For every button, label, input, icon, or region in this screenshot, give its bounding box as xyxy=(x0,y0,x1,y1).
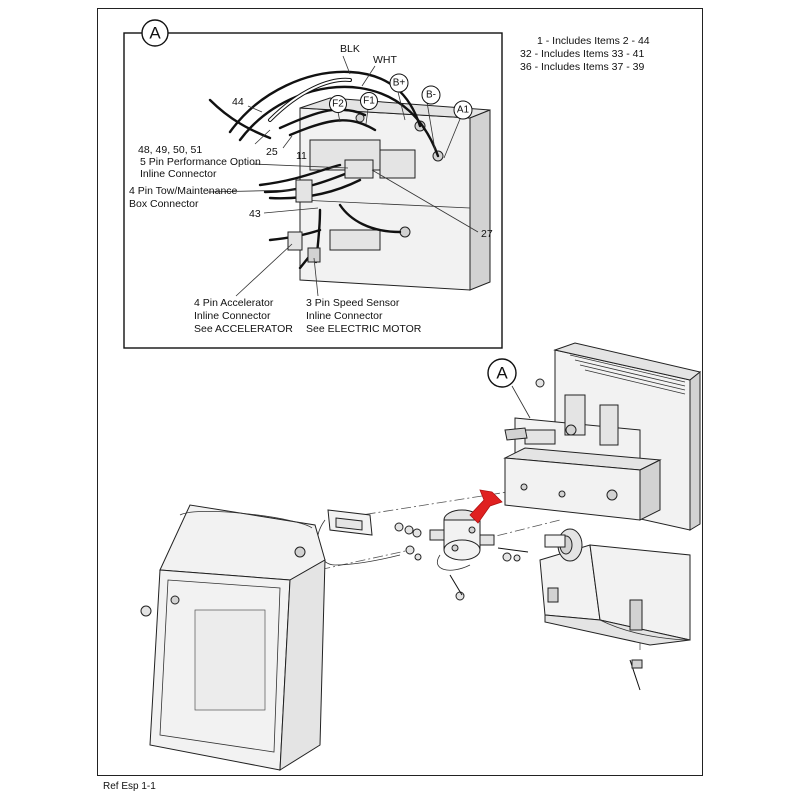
terminal-b-minus-label: B- xyxy=(426,90,436,101)
tow-label-line1: 4 Pin Tow/Maintenance xyxy=(129,185,238,197)
item-number-25: 25 xyxy=(266,146,278,158)
speed-sensor-label-line3: See ELECTRIC MOTOR xyxy=(306,323,422,335)
terminal-a1-circle xyxy=(453,100,473,120)
item-number-44: 44 xyxy=(232,96,244,108)
tow-label-line2: Box Connector xyxy=(129,198,199,210)
speed-sensor-label-line1: 3 Pin Speed Sensor xyxy=(306,297,400,309)
accelerator-label-line1: 4 Pin Accelerator xyxy=(194,297,274,309)
accelerator-label-line3: See ACCELERATOR xyxy=(194,323,293,335)
figure-reference: Ref Esp 1-1 xyxy=(103,781,156,792)
terminal-b-plus-circle xyxy=(389,73,409,93)
main-exploded-view: A xyxy=(140,342,702,771)
controller-body xyxy=(503,394,662,521)
terminal-b-plus-label: B+ xyxy=(393,78,406,89)
wire-label-wht: WHT xyxy=(373,54,397,66)
inset-accelerator-connector xyxy=(287,231,303,251)
item-number-11: 11 xyxy=(296,150,307,162)
inset-callout-circle xyxy=(141,19,169,47)
inset-leader-lines xyxy=(207,55,479,297)
wire-label-blk: BLK xyxy=(340,43,360,55)
inset-performance-connector xyxy=(344,159,374,179)
inset-callout-letter: A xyxy=(149,24,161,43)
speed-sensor-label-line2: Inline Connector xyxy=(306,310,383,322)
terminal-f1-label: F1 xyxy=(363,96,375,107)
inset-wires xyxy=(208,70,440,270)
page-frame xyxy=(97,8,703,776)
legend-line-2: 32 - Includes Items 33 - 41 xyxy=(520,48,644,60)
main-callout-letter: A xyxy=(496,364,508,383)
red-pointer-arrow xyxy=(469,489,503,524)
item-number-43: 43 xyxy=(249,208,261,220)
performance-label-line2: 5 Pin Performance Option xyxy=(140,156,261,168)
accelerator-label-line2: Inline Connector xyxy=(194,310,271,322)
inset-tow-connector xyxy=(295,179,313,203)
item-legend: 1 - Includes Items 2 - 44 32 - Includes … xyxy=(520,35,650,73)
solenoid xyxy=(429,509,495,571)
inset-terminal-circles: B+ B- A1 F2 F1 xyxy=(329,73,473,120)
performance-label-line1: 48, 49, 50, 51 xyxy=(138,144,202,156)
legend-line-3: 36 - Includes Items 37 - 39 xyxy=(520,61,644,73)
legend-line-1: 1 - Includes Items 2 - 44 xyxy=(537,35,650,47)
terminal-f2-circle xyxy=(329,95,347,113)
terminal-a1-label: A1 xyxy=(457,105,470,116)
precharge-connector xyxy=(316,509,401,566)
terminal-b-minus-circle xyxy=(421,85,441,105)
mounting-bracket xyxy=(539,544,691,646)
performance-label-line3: Inline Connector xyxy=(140,168,217,180)
item-number-27: 27 xyxy=(481,228,493,240)
shunt-bracket xyxy=(544,528,583,562)
terminal-f1-circle xyxy=(360,92,378,110)
controller-cover xyxy=(149,504,326,771)
main-callout-circle xyxy=(487,358,517,388)
inset-detail: B+ B- A1 F2 F1 A BLK WHT 44 25 11 43 27 … xyxy=(123,19,503,349)
inset-speed-sensor-connector xyxy=(307,247,321,263)
inset-controller-box xyxy=(299,97,491,291)
main-callout-leader xyxy=(511,385,531,419)
terminal-f2-label: F2 xyxy=(332,99,344,110)
